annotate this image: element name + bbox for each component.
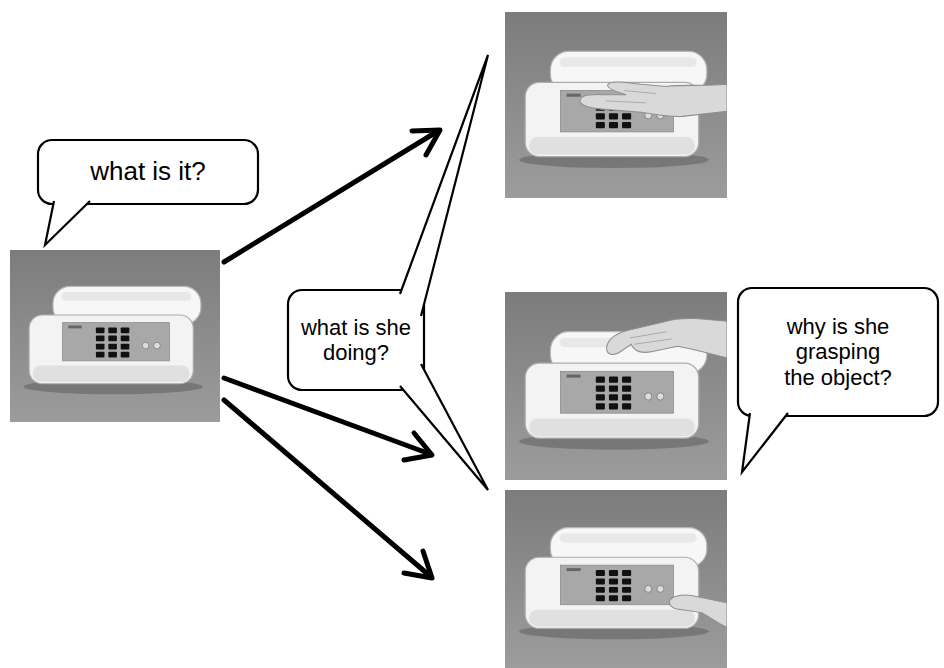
bubble-tail (400, 55, 488, 316)
hand (607, 318, 727, 357)
speech-bubble-shape (38, 140, 258, 245)
arrow-head (404, 551, 432, 578)
finger-lines (606, 91, 656, 103)
bubble-outline (38, 140, 258, 204)
speech-bubble: why is she grasping the object? (738, 288, 938, 416)
finger-lines (630, 332, 671, 345)
bubble-text: what is she doing? (299, 315, 413, 366)
hand (669, 595, 727, 627)
object-photo (10, 250, 220, 422)
arrow-head (412, 130, 440, 155)
speech-bubble: what is it? (38, 140, 258, 204)
telephone (505, 292, 727, 480)
bubble-text: what is it? (90, 157, 206, 187)
bubble-tail (742, 413, 788, 472)
bubble-tail (400, 364, 488, 490)
telephone (10, 250, 220, 422)
bubble-tail (45, 201, 90, 245)
telephone (505, 490, 727, 668)
bubble-tail-fill (742, 413, 788, 472)
bubble-text: why is she grasping the object? (781, 314, 895, 390)
bubble-tail-fill (400, 364, 488, 490)
bubble-tail-fill (400, 55, 488, 316)
telephone (505, 12, 727, 198)
speech-bubble: what is she doing? (288, 290, 424, 390)
arrow-line (224, 400, 430, 576)
bubble-outline (288, 290, 424, 390)
bubble-tail-fill (45, 201, 90, 245)
hand-on-keypad-photo (505, 12, 727, 198)
finger-touch-photo (505, 490, 727, 668)
arrow-head (404, 433, 432, 460)
speech-bubble-shape (288, 55, 488, 490)
bubble-outline (738, 288, 938, 416)
hand-grasping-photo (505, 292, 727, 480)
speech-bubble-shape (738, 288, 938, 472)
hand (580, 82, 727, 117)
